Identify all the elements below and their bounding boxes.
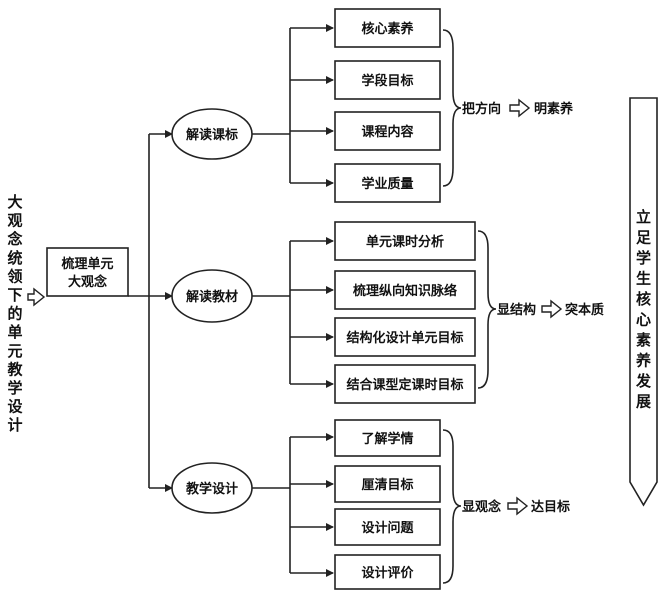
branch-1-result: 明素养 [534,101,574,117]
goal-banner: 立足学生核心素养发展 [629,97,658,507]
branch-2-label: 解读教材 [185,289,238,305]
branch-1-item-3-label: 课程内容 [361,124,413,140]
branch-3-item-3 [334,508,441,546]
branch-2: 解读教材 单元课时分析 梳理纵向知识脉络 结构化设计单元目标 结合课型定课时目标… [171,221,604,404]
branch-2-item-3 [334,317,476,357]
branch-2-item-1-label: 单元课时分析 [366,234,444,250]
branch-2-item-2-label: 梳理纵向知识脉络 [353,283,457,299]
branch-1-item-4-label: 学业质量 [361,176,413,192]
branch-1-item-1-label: 核心素养 [361,21,414,37]
branch-2-item-4-label: 结合课型定课时目标 [346,377,463,393]
branch-3-item-2-label: 厘清目标 [361,477,413,493]
branch-3-bracket [442,429,462,584]
branch-3-item-4 [334,554,441,590]
branch-3-label: 教学设计 [185,481,238,497]
branch-3-item-2 [334,465,441,503]
branch-2-item-3-label: 结构化设计单元目标 [346,330,463,346]
branch-3-result: 达目标 [531,499,570,515]
branch-1-item-4 [334,163,441,203]
branch-3-item-4-label: 设计评价 [361,565,414,581]
branch-3-item-1-label: 了解学情 [361,431,413,447]
branch-1-item-2-label: 学段目标 [361,73,413,89]
branch-2-action-arrow [541,299,563,319]
root-to-hub-arrow [27,287,46,307]
branch-1: 解读课标 核心素养 学段目标 课程内容 学业质量 把方向 明素养 [171,8,574,203]
branch-1-action: 把方向 [462,101,501,117]
root-title-text: 大观念统领下的单元教学设计 [6,193,23,434]
hub-box [46,247,129,297]
branch-2-item-1 [334,221,476,261]
branch-1-action-arrow [509,98,531,118]
branch-3-action: 显观念 [462,499,501,515]
branch-3-item-3-label: 设计问题 [361,520,414,536]
branch-3-action-arrow [507,496,529,516]
branch-1-label: 解读课标 [185,127,238,143]
branch-1-item-3 [334,111,441,151]
branch-1-item-1 [334,8,441,48]
branch-2-item-4 [334,364,476,404]
root-title: 大观念统领下的单元教学设计 [6,193,23,434]
hub-node: 梳理单元 大观念 [46,247,129,297]
branch-2-bracket [477,230,497,389]
branch-2-result: 突本质 [565,302,604,318]
branch-3: 教学设计 了解学情 厘清目标 设计问题 设计评价 显观念 达目标 [171,419,570,590]
goal-banner-text: 立足学生核心素养发展 [635,208,652,411]
branch-1-item-2 [334,60,441,100]
goal-banner-shape [629,97,658,507]
branch-2-item-2 [334,270,476,310]
hub-label-line2: 大观念 [68,274,107,290]
branch-2-action: 显结构 [497,302,536,318]
hub-label-line1: 梳理单元 [61,256,113,272]
branch-3-item-1 [334,419,441,457]
branch-1-bracket [442,29,462,187]
